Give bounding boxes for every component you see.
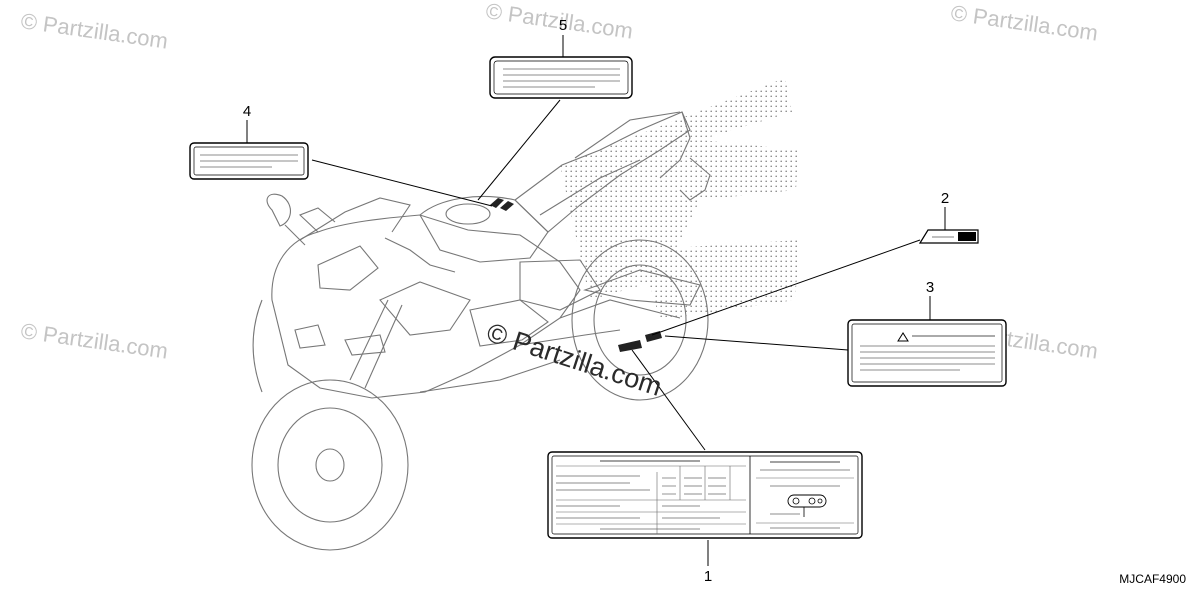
label-2	[918, 229, 979, 244]
label-3	[847, 319, 1007, 387]
fuel-tank	[419, 195, 549, 263]
leader-1	[631, 349, 706, 451]
warning-triangle-icon	[897, 332, 909, 342]
front-fairing	[271, 214, 581, 399]
tire-valve-icon	[787, 494, 827, 517]
callout-1: 1	[704, 568, 712, 585]
dotted-graphic	[560, 78, 800, 320]
leader-lines	[246, 35, 946, 566]
motorcycle-outline	[251, 111, 711, 551]
diagram-code: MJCAF4900	[1119, 572, 1186, 586]
rear-wheel	[571, 239, 709, 401]
label-4	[189, 142, 309, 180]
leader-3	[664, 335, 849, 351]
front-wheel	[251, 379, 409, 551]
label-location-marks	[490, 198, 662, 352]
watermark-center: © Partzilla.com	[483, 317, 665, 402]
callout-5: 5	[559, 17, 567, 34]
leader-2	[651, 239, 921, 336]
leader-4	[311, 159, 493, 207]
label-1	[547, 451, 863, 539]
watermark-top-right: © Partzilla.com	[949, 0, 1099, 45]
label-5	[489, 56, 633, 99]
watermark-mid-left: © Partzilla.com	[19, 318, 169, 363]
callout-2: 2	[941, 190, 949, 207]
callout-3: 3	[926, 279, 934, 296]
watermark-top-left: © Partzilla.com	[19, 8, 169, 53]
callout-4: 4	[243, 103, 251, 120]
seat	[514, 111, 691, 233]
leader-5	[477, 99, 561, 201]
